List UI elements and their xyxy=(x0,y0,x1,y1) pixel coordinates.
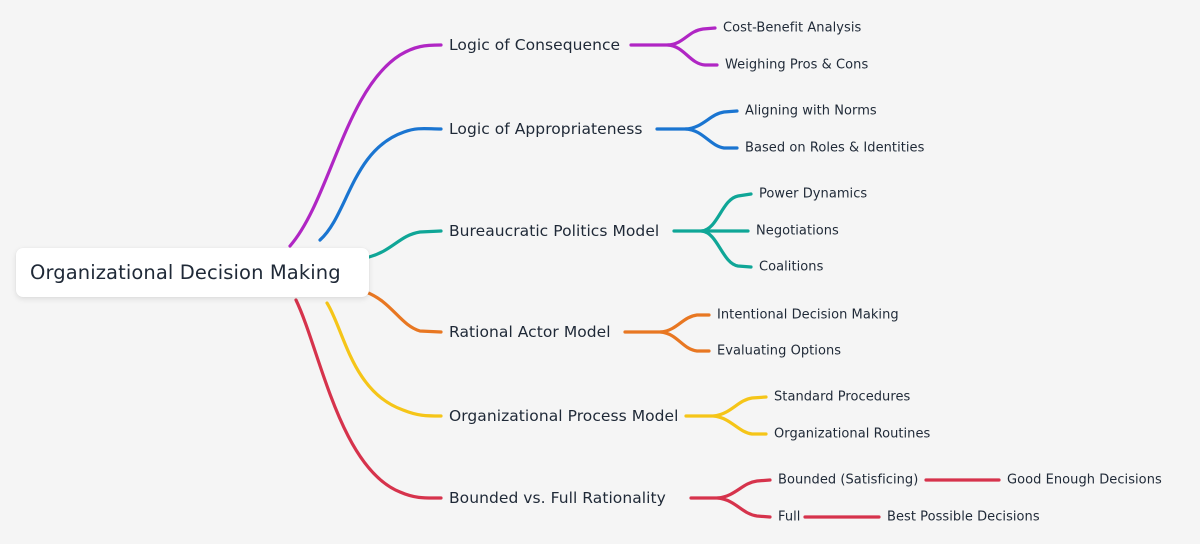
edge-root-to-bounded-vs-full-rationality xyxy=(294,298,443,500)
edge-organizational-process-to-organizational-routines xyxy=(712,414,768,436)
edge-logic-of-consequence-to-weighing-pros-cons xyxy=(666,43,719,67)
edge-rational-actor-to-intentional-decision-making xyxy=(659,313,711,334)
subtopic-standard-procedures[interactable]: Standard Procedures xyxy=(774,389,911,405)
topic-logic-of-appropriateness[interactable]: Logic of Appropriateness xyxy=(449,120,643,138)
edge-root-to-logic-of-appropriateness xyxy=(318,127,443,242)
root-node[interactable]: Organizational Decision Making xyxy=(16,248,369,297)
edge-rational-actor-to-evaluating-options xyxy=(659,330,711,353)
subtopic-coalitions[interactable]: Coalitions xyxy=(759,259,824,275)
leaf-good-enough-decisions[interactable]: Good Enough Decisions xyxy=(1007,472,1162,488)
edge-logic-of-appropriateness-to-aligning-with-norms xyxy=(684,109,739,131)
edge-root-to-organizational-process-model xyxy=(325,301,443,418)
subtopic-negotiations[interactable]: Negotiations xyxy=(756,223,839,239)
subtopic-weighing-pros-and-cons[interactable]: Weighing Pros & Cons xyxy=(725,57,869,73)
root-node-label: Organizational Decision Making xyxy=(30,261,341,284)
edge-logic-of-consequence-to-cost-benefit-analysis xyxy=(666,26,717,47)
topic-bounded-vs-full-rationality[interactable]: Bounded vs. Full Rationality xyxy=(449,489,666,507)
subtopic-aligning-with-norms[interactable]: Aligning with Norms xyxy=(745,103,877,119)
edge-root-to-logic-of-consequence xyxy=(288,43,443,248)
subtopic-power-dynamics[interactable]: Power Dynamics xyxy=(759,186,868,202)
subtopic-evaluating-options[interactable]: Evaluating Options xyxy=(717,343,842,359)
subtopic-full[interactable]: Full xyxy=(778,509,801,525)
topic-bureaucratic-politics-model[interactable]: Bureaucratic Politics Model xyxy=(449,222,660,240)
edge-logic-of-appropriateness-to-based-on-roles xyxy=(684,127,739,150)
edge-organizational-process-to-standard-procedures xyxy=(712,395,768,418)
subtopic-intentional-decision-making[interactable]: Intentional Decision Making xyxy=(717,307,899,323)
edge-root-to-bureaucratic-politics-model xyxy=(367,229,443,259)
edge-bureaucratic-to-power-dynamics xyxy=(700,192,753,233)
edge-root-to-rational-actor-model xyxy=(364,290,443,334)
topic-organizational-process-model[interactable]: Organizational Process Model xyxy=(449,407,679,425)
subtopic-bounded-satisficing[interactable]: Bounded (Satisficing) xyxy=(778,472,919,488)
topic-rational-actor-model[interactable]: Rational Actor Model xyxy=(449,323,611,341)
leaf-best-possible-decisions[interactable]: Best Possible Decisions xyxy=(887,509,1040,525)
edge-bureaucratic-to-coalitions xyxy=(700,229,753,269)
edge-bounded-vs-full-to-bounded-satisficing xyxy=(716,478,772,500)
topic-logic-of-consequence[interactable]: Logic of Consequence xyxy=(449,36,621,54)
subtopic-organizational-routines[interactable]: Organizational Routines xyxy=(774,426,931,442)
subtopic-based-on-roles-and-identities[interactable]: Based on Roles & Identities xyxy=(745,140,925,156)
edge-bounded-vs-full-to-full xyxy=(716,496,772,519)
subtopic-cost-benefit-analysis[interactable]: Cost-Benefit Analysis xyxy=(723,20,862,36)
